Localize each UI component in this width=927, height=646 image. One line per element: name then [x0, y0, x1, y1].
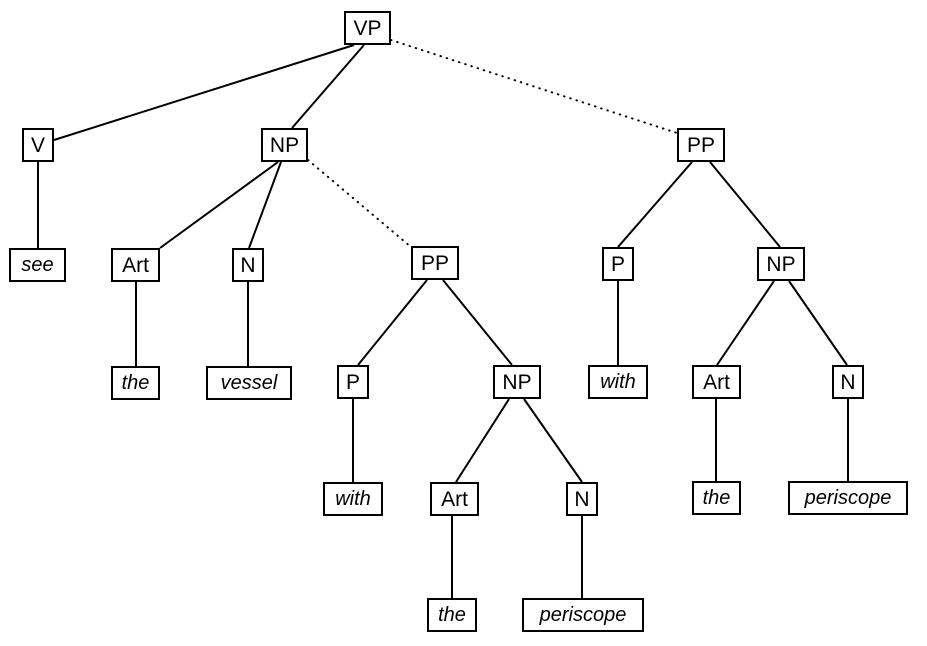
- tree-node-periscope-mid[interactable]: periscope: [522, 598, 644, 632]
- tree-node-n-mid[interactable]: N: [566, 482, 598, 516]
- tree-edge-pp-mid-to-np-mid: [442, 279, 513, 366]
- tree-node-the-mid[interactable]: the: [427, 598, 477, 632]
- tree-node-the1[interactable]: the: [111, 366, 160, 400]
- tree-node-art-right[interactable]: Art: [692, 365, 741, 399]
- tree-node-p-right[interactable]: P: [602, 247, 634, 281]
- tree-edge-np-right-to-n-right: [788, 280, 848, 366]
- tree-node-with-right[interactable]: with: [588, 365, 648, 399]
- tree-edge-vp-to-pp-right: [390, 39, 678, 134]
- tree-node-vessel[interactable]: vessel: [206, 366, 292, 400]
- tree-node-pp-right[interactable]: PP: [677, 128, 725, 162]
- tree-node-pp-mid[interactable]: PP: [411, 246, 459, 280]
- tree-edge-pp-right-to-p-right: [617, 161, 693, 248]
- tree-edge-np1-to-pp-mid: [307, 159, 412, 248]
- tree-node-art-mid[interactable]: Art: [430, 482, 479, 516]
- tree-node-n-right[interactable]: N: [832, 365, 864, 399]
- tree-node-n1[interactable]: N: [232, 248, 264, 282]
- tree-node-np-right[interactable]: NP: [757, 247, 805, 281]
- tree-edge-np1-to-n1: [248, 161, 282, 249]
- tree-edge-vp-to-v: [53, 44, 355, 141]
- tree-edge-vp-to-np1: [291, 44, 365, 129]
- tree-node-vp[interactable]: VP: [344, 11, 391, 45]
- tree-node-np-mid[interactable]: NP: [493, 365, 541, 399]
- tree-edge-pp-mid-to-p-mid: [357, 279, 428, 366]
- tree-node-the-right[interactable]: the: [692, 481, 741, 515]
- tree-node-v[interactable]: V: [22, 128, 54, 162]
- tree-node-with-mid[interactable]: with: [323, 482, 383, 516]
- tree-node-see[interactable]: see: [9, 248, 66, 282]
- tree-node-p-mid[interactable]: P: [337, 365, 369, 399]
- tree-edge-np-right-to-art-right: [716, 280, 775, 366]
- tree-edge-np1-to-art1: [159, 161, 279, 249]
- tree-edge-np-mid-to-n-mid: [523, 398, 583, 483]
- tree-node-np1[interactable]: NP: [261, 128, 308, 162]
- tree-node-art1[interactable]: Art: [111, 248, 160, 282]
- tree-edge-np-mid-to-art-mid: [455, 398, 510, 483]
- tree-node-periscope-right[interactable]: periscope: [788, 481, 908, 515]
- tree-edge-pp-right-to-np-right: [709, 161, 781, 248]
